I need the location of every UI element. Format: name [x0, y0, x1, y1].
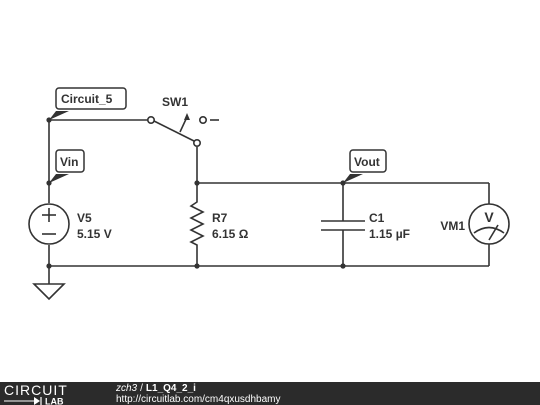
tag-box — [349, 149, 387, 173]
logo-text-circuit: CIRCUIT — [4, 382, 68, 398]
resistor-name: R7 — [212, 211, 228, 225]
switch-sw1[interactable]: SW1 — [147, 95, 219, 148]
node-tag-vout[interactable]: Vout — [343, 149, 387, 183]
resistor-zigzag — [189, 199, 205, 248]
tag-pointer — [343, 174, 363, 183]
node-tag-vin[interactable]: Vin — [49, 149, 85, 183]
footer-bar: CIRCUIT LAB zch3/L1_Q4_2_i http://circui… — [0, 382, 540, 405]
switch-terminal — [147, 116, 156, 125]
tag-box — [55, 149, 85, 173]
capacitor-name: C1 — [369, 211, 385, 225]
footer-title: zch3/L1_Q4_2_i — [116, 383, 196, 394]
resistor-value: 6.15 Ω — [212, 227, 249, 241]
footer-url[interactable]: http://circuitlab.com/cm4qxusdhbamy — [116, 394, 281, 405]
source-circle — [28, 203, 70, 245]
circuitlab-logo: LAB — [4, 397, 64, 405]
footer-user[interactable]: zch3 — [116, 383, 138, 394]
node-label-circuit5: Circuit_5 — [61, 92, 113, 106]
voltage-source-v5[interactable]: V5 5.15 V — [28, 203, 112, 245]
capacitor-c1[interactable]: C1 1.15 µF — [321, 211, 410, 241]
node-label-vout: Vout — [354, 155, 380, 169]
node-label-vin: Vin — [60, 155, 78, 169]
wires — [48, 119, 490, 284]
capacitor-value: 1.15 µF — [369, 227, 410, 241]
schematic-canvas: SW1 V5 5.15 V R7 6.15 Ω C1 1.15 µF V VM1 — [28, 87, 510, 301]
switch-arrow-head — [184, 113, 190, 120]
source-value: 5.15 V — [77, 227, 112, 241]
meter-needle — [488, 224, 499, 241]
node-tag-circuit5[interactable]: Circuit_5 — [49, 87, 127, 120]
meter-name: VM1 — [440, 219, 465, 233]
junction-dot — [194, 180, 200, 186]
switch-terminal — [193, 139, 202, 148]
meter-symbol: V — [484, 209, 494, 225]
switch-blade — [153, 120, 195, 142]
source-name: V5 — [77, 211, 92, 225]
logo-text-lab: LAB — [45, 397, 64, 405]
footer-separator: / — [140, 383, 143, 394]
tag-pointer — [49, 174, 69, 183]
logo-diode-icon — [34, 397, 40, 405]
meter-scale-arc — [473, 226, 505, 234]
switch-label: SW1 — [162, 95, 188, 109]
meter-circle — [468, 203, 510, 245]
junction-dot — [194, 263, 200, 269]
tag-pointer — [49, 111, 69, 120]
voltmeter-vm1[interactable]: V VM1 — [440, 203, 510, 245]
tag-box — [55, 87, 127, 110]
footer-circuit-name[interactable]: L1_Q4_2_i — [145, 383, 196, 394]
ground-icon — [32, 283, 66, 301]
switch-terminal — [199, 116, 208, 125]
ground-symbol — [32, 283, 66, 301]
resistor-r7[interactable]: R7 6.15 Ω — [189, 199, 249, 248]
junction-dot — [340, 263, 346, 269]
junction-dot — [46, 263, 52, 269]
